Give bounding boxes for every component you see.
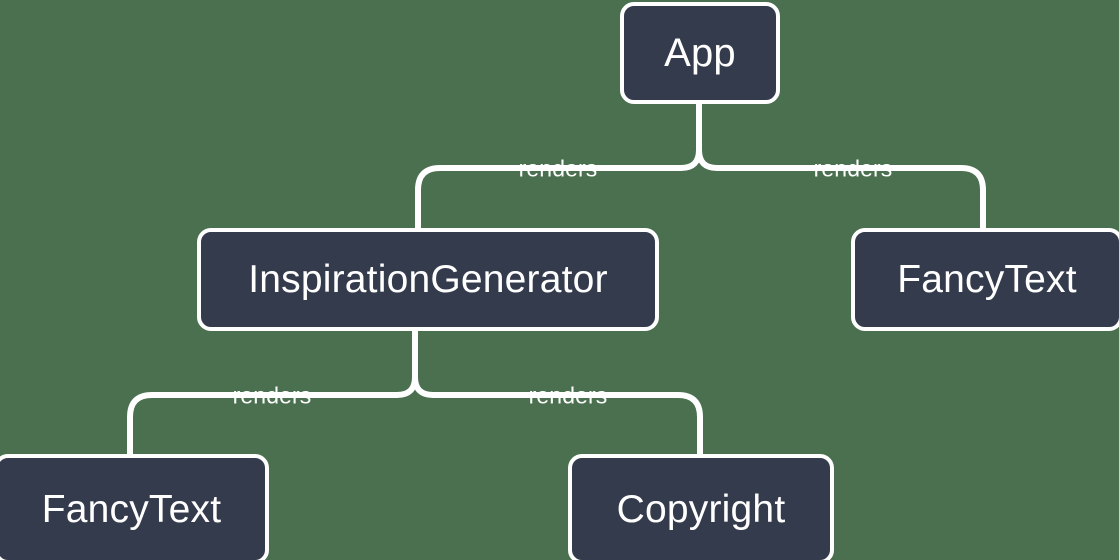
edge-label-app-to-fancytext-right: renders (813, 155, 893, 182)
edge-label-inspirationgenerator-to-copyright: renders (528, 382, 608, 409)
edge-inspirationgenerator-to-fancytext-left (127, 376, 418, 455)
node-inspiration-generator[interactable]: InspirationGenerator (197, 228, 659, 331)
node-fancytext-left[interactable]: FancyText (0, 454, 269, 560)
edge-app-to-fancytext-right (696, 149, 986, 228)
edge-inspirationgenerator-to-copyright (412, 376, 703, 455)
node-app-label: App (664, 31, 736, 75)
node-inspiration-generator-label: InspirationGenerator (248, 258, 608, 301)
edge-label-inspirationgenerator-to-fancytext-left: renders (232, 382, 312, 409)
edge-app-to-inspirationgenerator (415, 149, 702, 228)
node-fancytext-left-label: FancyText (41, 487, 222, 531)
node-copyright-label: Copyright (616, 487, 786, 531)
edge-label-app-to-inspirationgenerator: renders (518, 155, 598, 182)
node-fancytext-right-label: FancyText (897, 258, 1077, 301)
node-app[interactable]: App (620, 2, 780, 104)
node-copyright[interactable]: Copyright (568, 454, 834, 560)
node-fancytext-right[interactable]: FancyText (851, 228, 1119, 331)
